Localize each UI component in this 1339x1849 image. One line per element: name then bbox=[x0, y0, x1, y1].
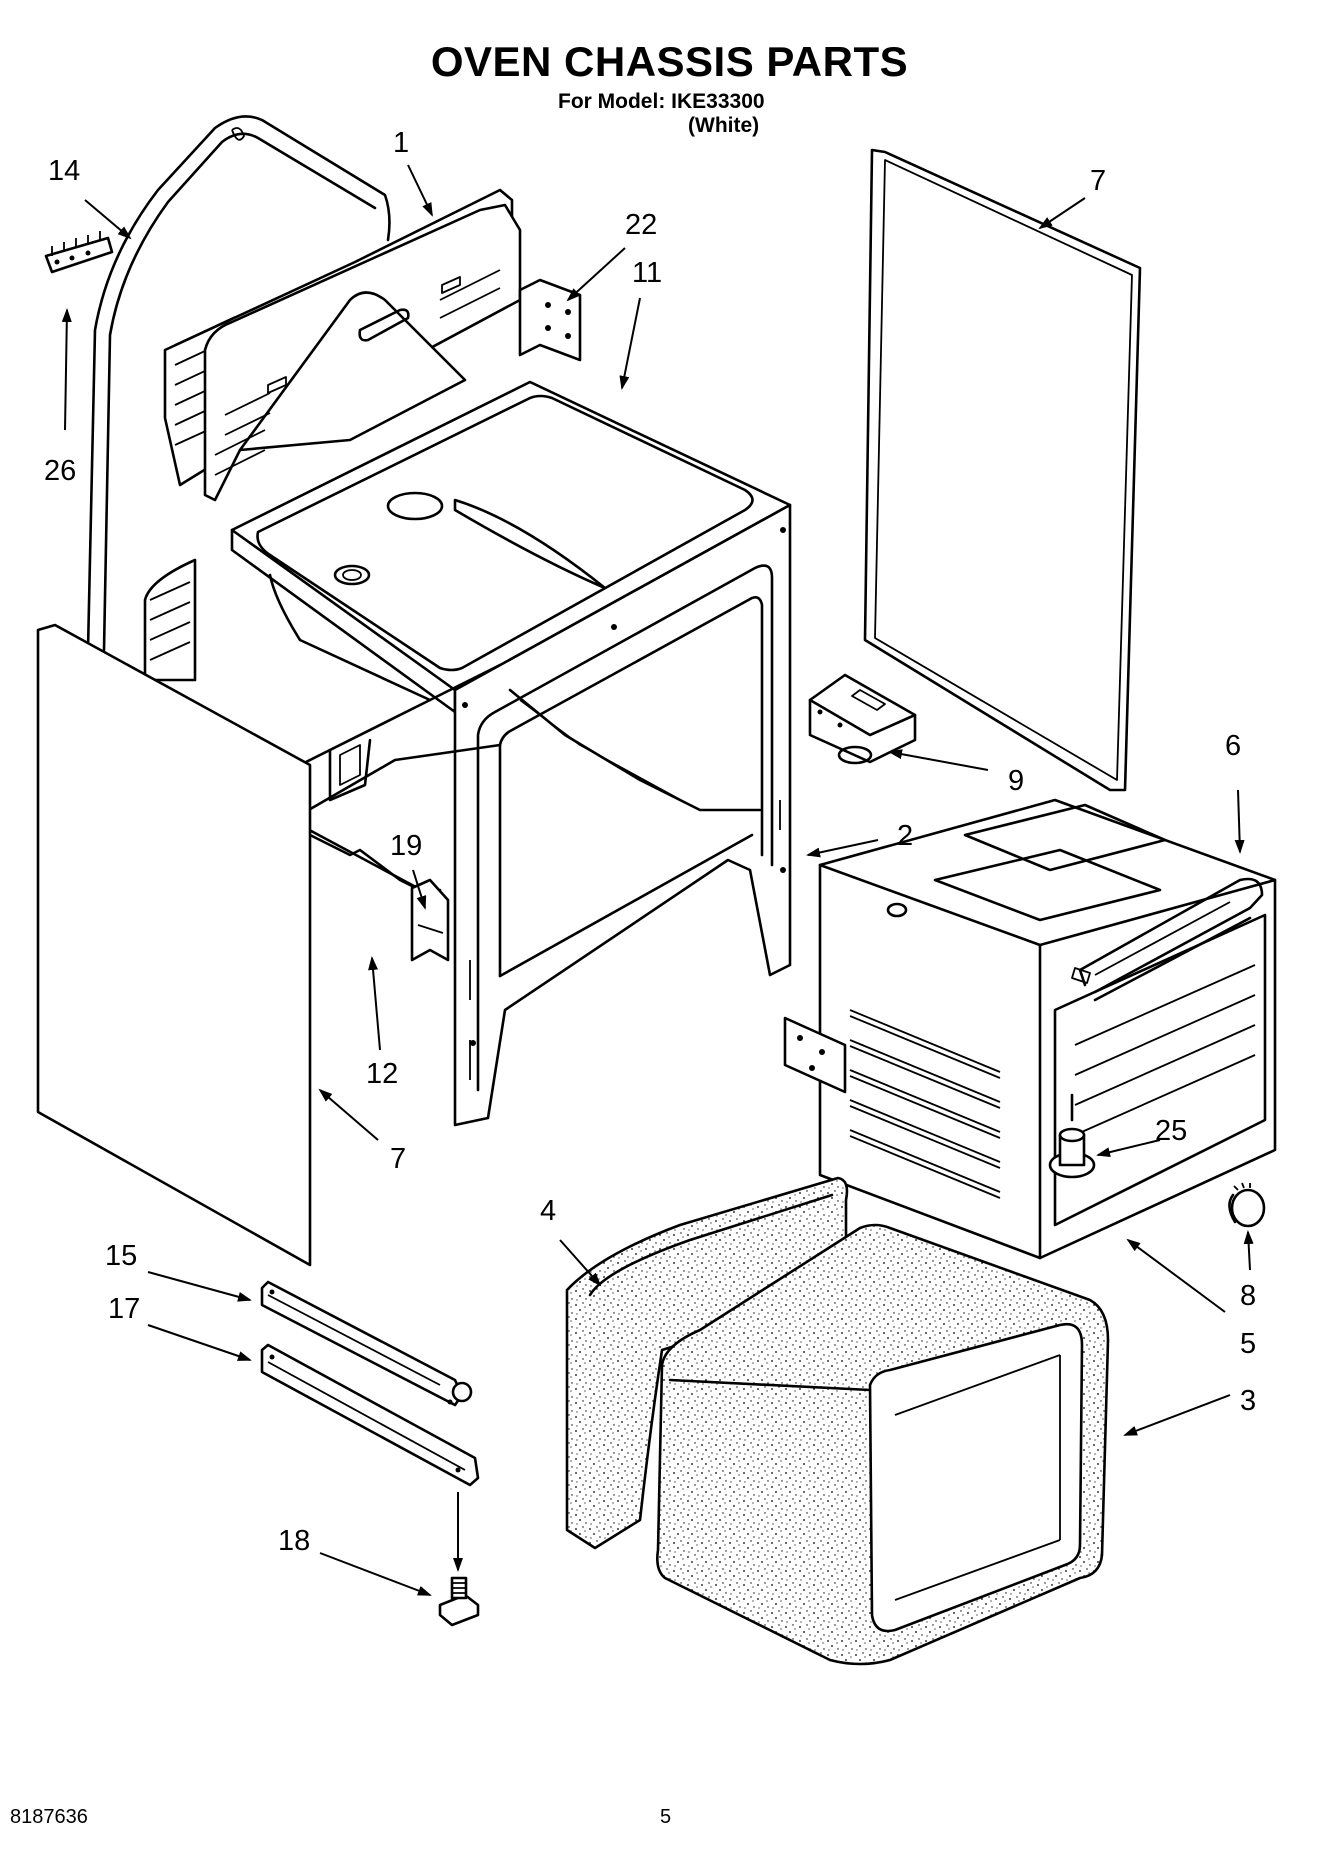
part-22-hinge-bracket bbox=[518, 278, 582, 362]
callout-14: 14 bbox=[48, 155, 80, 187]
part-8-cover bbox=[1228, 1182, 1266, 1228]
part-9-switch-housing bbox=[808, 673, 917, 765]
callout-8: 8 bbox=[1240, 1280, 1256, 1312]
callout-3: 3 bbox=[1240, 1385, 1256, 1417]
part-3-insulation bbox=[656, 1223, 1110, 1666]
callout-2: 2 bbox=[897, 820, 913, 852]
callout-1: 1 bbox=[393, 127, 409, 159]
callout-4: 4 bbox=[540, 1195, 556, 1227]
part-2-chassis-frame bbox=[453, 503, 792, 1127]
part-17-leveling-rail bbox=[260, 1343, 480, 1487]
document-number: 8187636 bbox=[10, 1806, 88, 1828]
part-15-leveling-rail bbox=[260, 1280, 473, 1407]
callout-15: 15 bbox=[105, 1240, 137, 1272]
callout-17: 17 bbox=[108, 1293, 140, 1325]
callout-7-left: 7 bbox=[390, 1143, 406, 1175]
page-number: 5 bbox=[660, 1806, 672, 1828]
model-line: For Model: IKE33300 bbox=[558, 90, 765, 113]
callout-22: 22 bbox=[625, 209, 657, 241]
callout-9: 9 bbox=[1008, 765, 1024, 797]
part-1-vent-shroud bbox=[203, 203, 522, 502]
part-7-side-panel-left bbox=[36, 623, 312, 1267]
callout-5: 5 bbox=[1240, 1328, 1256, 1360]
part-25-socket bbox=[1048, 1093, 1096, 1179]
part-19-bracket bbox=[410, 878, 450, 962]
leader-lines bbox=[61, 164, 1254, 1596]
callout-7-right: 7 bbox=[1090, 165, 1106, 197]
part-5-oven-cavity bbox=[783, 798, 1277, 1260]
color-line: (White) bbox=[688, 114, 760, 137]
part-6-element bbox=[1071, 877, 1264, 1002]
interior-cavity bbox=[268, 573, 502, 802]
callout-12: 12 bbox=[366, 1058, 398, 1090]
part-18-leveling-leg bbox=[438, 1576, 480, 1627]
part-7-side-panel-right bbox=[863, 148, 1142, 792]
callout-18: 18 bbox=[278, 1525, 310, 1557]
callout-19: 19 bbox=[390, 830, 422, 862]
callout-labels: 1 14 26 22 11 7 9 2 6 19 12 7 25 4 8 5 3… bbox=[44, 127, 1256, 1557]
callout-25: 25 bbox=[1155, 1115, 1187, 1147]
callout-11: 11 bbox=[632, 257, 662, 289]
callout-6: 6 bbox=[1225, 730, 1241, 762]
page-title: OVEN CHASSIS PARTS bbox=[430, 38, 909, 85]
part-26-terminal-block bbox=[44, 231, 114, 274]
part-14-rear-frame bbox=[86, 115, 391, 652]
part-4-insulation bbox=[565, 1176, 849, 1550]
callout-26: 26 bbox=[44, 455, 76, 487]
